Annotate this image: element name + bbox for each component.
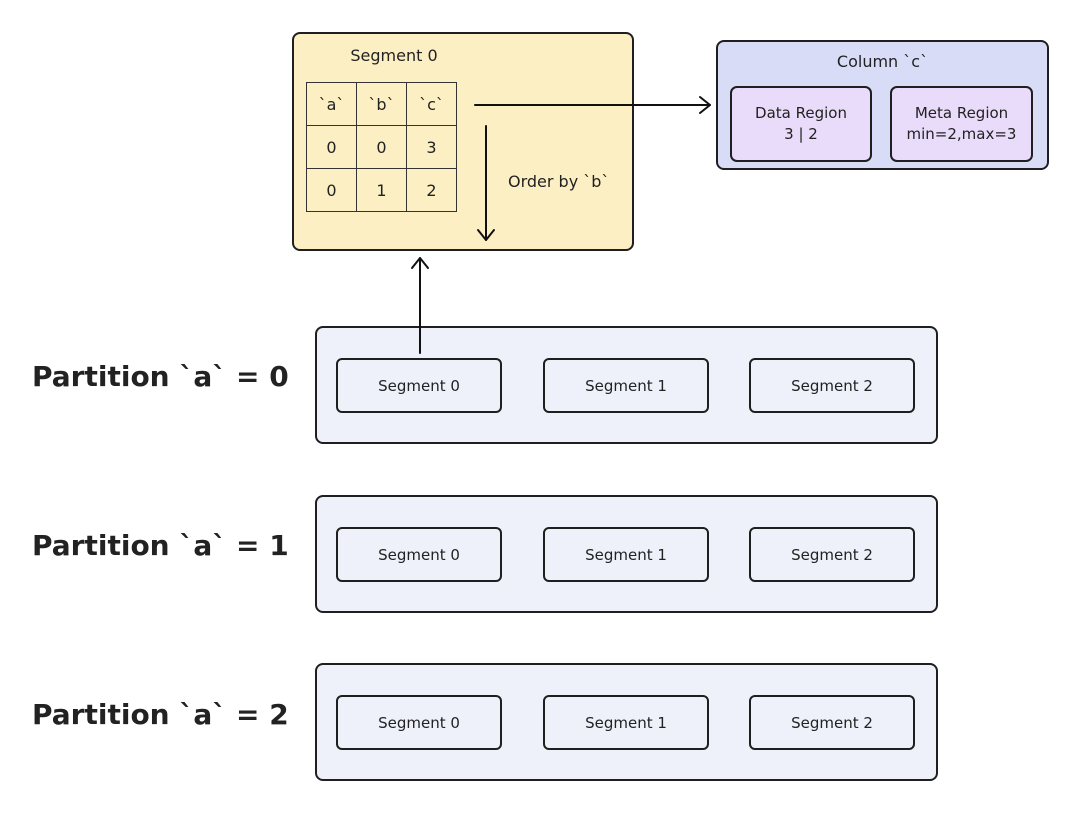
column-detail-box: Column `c` Data Region 3 | 2 Meta Region…: [716, 40, 1049, 170]
data-region-value: 3 | 2: [784, 125, 818, 143]
partition-box-2: Segment 0 Segment 1 Segment 2: [315, 663, 938, 781]
column-title: Column `c`: [836, 52, 929, 71]
segment-detail-box: Segment 0 `a` `b` `c` 0 0 3 0 1 2 Order …: [292, 32, 634, 251]
table-cell: 1: [356, 168, 407, 212]
table-cell: 3: [406, 125, 457, 169]
segment-box: Segment 0: [336, 527, 502, 582]
data-region-title: Data Region: [755, 104, 847, 122]
arrow-head-right: [699, 96, 711, 114]
table-cell: 2: [406, 168, 457, 212]
segment-box: Segment 1: [543, 358, 709, 413]
meta-region-value: min=2,max=3: [906, 125, 1017, 143]
partition-label-2: Partition `a` = 2: [32, 698, 289, 731]
meta-region-box: Meta Region min=2,max=3: [890, 86, 1033, 162]
arrow-head-up: [411, 257, 429, 269]
arrow-head-down: [477, 229, 495, 241]
segment-box: Segment 0: [336, 695, 502, 750]
segment-box: Segment 2: [749, 358, 915, 413]
meta-region-title: Meta Region: [914, 104, 1009, 122]
partition-label-1: Partition `a` = 1: [32, 529, 289, 562]
order-by-label: Order by `b`: [508, 172, 610, 191]
partition-box-1: Segment 0 Segment 1 Segment 2: [315, 495, 938, 613]
table-row: 0 1 2: [306, 168, 457, 212]
table-row: 0 0 3: [306, 125, 457, 169]
segment-box: Segment 0: [336, 358, 502, 413]
segment-box: Segment 2: [749, 695, 915, 750]
data-region-box: Data Region 3 | 2: [730, 86, 872, 162]
segment-table: `a` `b` `c` 0 0 3 0 1 2: [306, 82, 457, 212]
segment-box: Segment 1: [543, 527, 709, 582]
table-header-cell: `c`: [406, 82, 457, 126]
table-header-row: `a` `b` `c`: [306, 82, 457, 126]
table-cell: 0: [306, 168, 357, 212]
partition-label-0: Partition `a` = 0: [32, 360, 289, 393]
segment-box: Segment 2: [749, 527, 915, 582]
table-header-cell: `a`: [306, 82, 357, 126]
table-cell: 0: [356, 125, 407, 169]
segment-box: Segment 1: [543, 695, 709, 750]
partition-box-0: Segment 0 Segment 1 Segment 2: [315, 326, 938, 444]
segment-detail-title: Segment 0: [350, 46, 438, 65]
